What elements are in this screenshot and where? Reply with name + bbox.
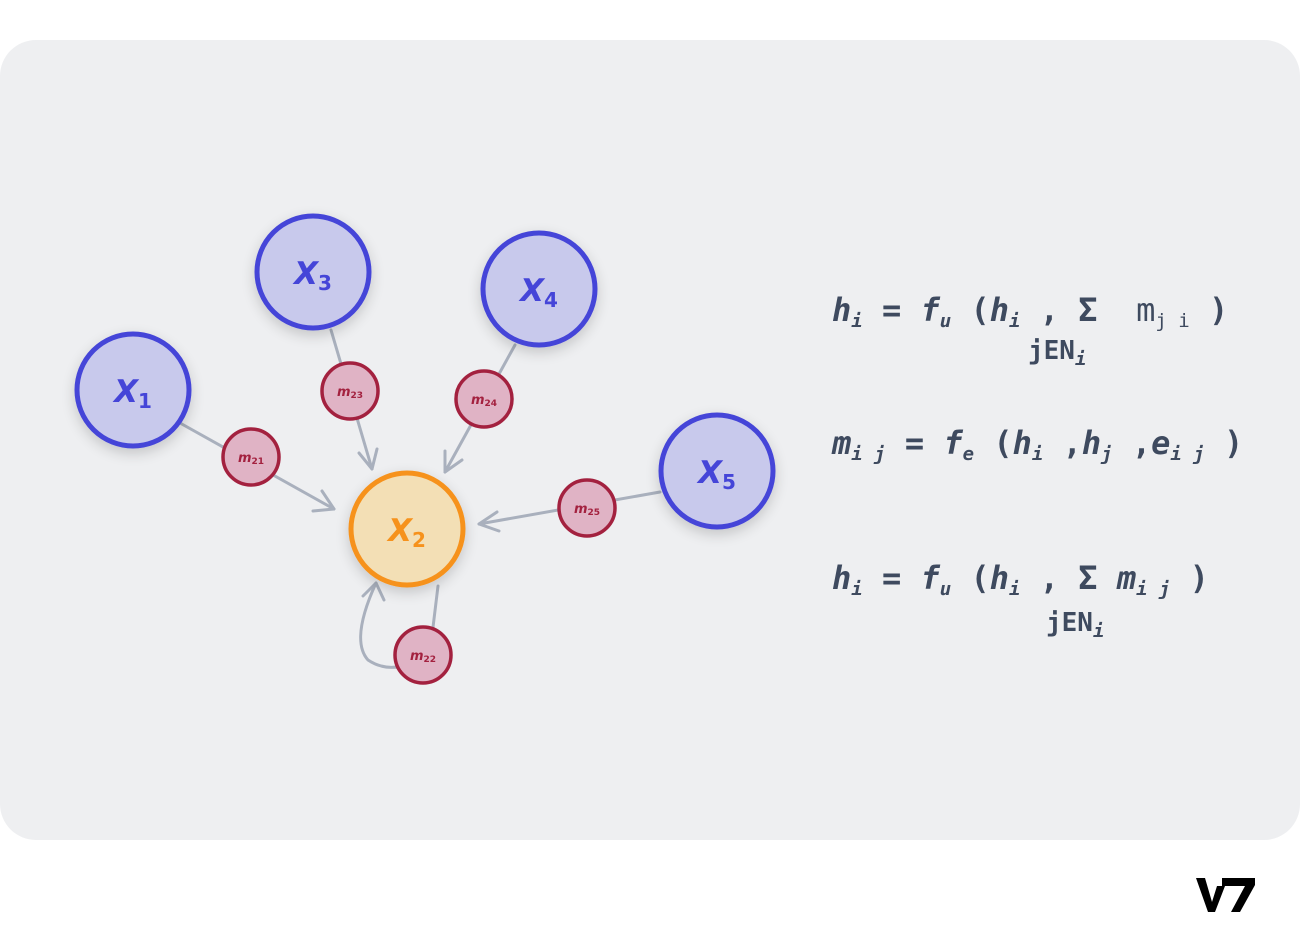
svg-text:X5: X5 xyxy=(696,455,736,494)
eq1-comma: , xyxy=(1039,291,1060,329)
node-x1-sub: 1 xyxy=(138,389,152,413)
node-x4: X4 xyxy=(480,230,598,348)
eq2-equals: = xyxy=(904,424,925,462)
node-x2-base: X xyxy=(386,513,414,549)
eq2-f-sub: e xyxy=(962,443,975,465)
eq3-equals: = xyxy=(881,559,902,597)
message-m22: m22 xyxy=(393,625,453,685)
node-x2: X2 xyxy=(348,470,466,588)
arrowhead-x5-x2 xyxy=(477,510,501,533)
eq3-h: h xyxy=(832,559,852,597)
arrowhead-x3-x2 xyxy=(357,447,379,471)
equation-message: mi j = fe (hi ,hj ,ei j ) xyxy=(832,424,1244,464)
node-x3-sub: 3 xyxy=(318,271,332,295)
eq2-f: f xyxy=(943,424,963,462)
eq3-m: m xyxy=(1116,559,1137,597)
eq1-m-sub: j i xyxy=(1155,310,1190,332)
eq2-m-sub: i j xyxy=(851,443,886,465)
eq1-under-jen: jEN xyxy=(1028,336,1075,366)
diagram-card xyxy=(0,40,1300,840)
message-m23-sub: 23 xyxy=(351,391,364,401)
svg-text:m24: m24 xyxy=(471,393,497,409)
node-x5-sub: 5 xyxy=(722,470,736,494)
message-m22-base: m xyxy=(410,649,424,664)
message-m24-base: m xyxy=(471,393,485,408)
eq3-comma: , xyxy=(1039,559,1060,597)
equation-aggregate-update: hi = fu (hi , Σ mi j ) jENi xyxy=(832,559,1209,641)
eq1-close-paren: ) xyxy=(1208,291,1229,329)
eq2-e-sub: i j xyxy=(1170,443,1205,465)
eq1-open-paren: ( xyxy=(970,291,990,329)
arrowhead-x1-x2 xyxy=(311,489,336,513)
eq3-close-paren: ) xyxy=(1189,559,1209,597)
eq2-comma-2: , xyxy=(1131,424,1152,462)
message-m25-base: m xyxy=(574,502,588,517)
eq2-hj-sub: j xyxy=(1101,443,1113,465)
eq2-hi: h xyxy=(1012,424,1032,462)
eq1-f: f xyxy=(920,291,940,329)
eq2-e: e xyxy=(1151,424,1171,462)
eq3-open-paren: ( xyxy=(970,559,990,597)
node-x5-base: X xyxy=(696,455,724,491)
eq3-hi-sub: i xyxy=(1009,578,1021,600)
svg-text:m23: m23 xyxy=(337,385,363,401)
v7-logo xyxy=(1196,878,1255,912)
node-x2-sub: 2 xyxy=(412,528,426,552)
eq2-comma-1: , xyxy=(1062,424,1082,462)
eq3-h-sub: i xyxy=(851,578,863,600)
messages: m21 m23 m24 m25 m22 xyxy=(221,361,617,685)
eq3-f: f xyxy=(920,559,940,597)
eq1-equals: = xyxy=(881,291,902,329)
eq1-h-sub: i xyxy=(851,310,863,332)
svg-text:X4: X4 xyxy=(518,273,558,312)
svg-text:X3: X3 xyxy=(292,256,332,295)
eq1-h: h xyxy=(832,291,852,329)
eq3-m-sub: i j xyxy=(1136,578,1171,600)
eq1-under-i: i xyxy=(1074,348,1087,370)
node-x3: X3 xyxy=(254,213,372,331)
message-m21-sub: 21 xyxy=(252,457,265,467)
message-m25-sub: 25 xyxy=(588,508,601,518)
message-m22-sub: 22 xyxy=(424,655,437,665)
eq2-hj: h xyxy=(1081,424,1102,462)
message-m21-base: m xyxy=(238,451,252,466)
eq2-hi-sub: i xyxy=(1031,443,1044,465)
eq1-hi: h xyxy=(989,291,1010,329)
eq2-m: m xyxy=(832,424,852,462)
eq3-f-sub: u xyxy=(939,578,952,600)
node-x4-base: X xyxy=(518,273,546,309)
svg-text:X1: X1 xyxy=(112,374,152,413)
eq3-under-jen: jEN xyxy=(1046,608,1093,638)
eq1-m: m xyxy=(1136,291,1156,329)
nodes: X1 X3 X4 X5 X2 xyxy=(74,213,776,588)
node-x4-sub: 4 xyxy=(544,288,558,312)
eq2-close-paren: ) xyxy=(1224,424,1244,462)
eq1-hi-sub: i xyxy=(1009,310,1021,332)
eq1-sigma: Σ xyxy=(1078,291,1098,329)
svg-text:X2: X2 xyxy=(386,513,426,552)
message-m24-sub: 24 xyxy=(485,399,498,409)
eq3-under-i: i xyxy=(1092,620,1105,642)
node-x1-base: X xyxy=(112,374,140,410)
svg-text:m22: m22 xyxy=(410,649,436,665)
node-x5: X5 xyxy=(658,412,776,530)
svg-text:m21: m21 xyxy=(238,451,264,467)
message-m23: m23 xyxy=(320,361,380,421)
message-m24: m24 xyxy=(454,369,514,429)
eq3-hi: h xyxy=(989,559,1010,597)
node-x1: X1 xyxy=(74,331,192,449)
eq1-f-sub: u xyxy=(939,310,952,332)
svg-text:m25: m25 xyxy=(574,502,600,518)
arrowhead-x4-x2 xyxy=(443,449,464,474)
message-m23-base: m xyxy=(337,385,351,400)
equation-node-update: hi = fu (hi , Σ mj i ) jENi xyxy=(832,291,1229,369)
eq3-sigma: Σ xyxy=(1078,559,1098,597)
message-m25: m25 xyxy=(557,478,617,538)
node-x3-base: X xyxy=(292,256,320,292)
arrowhead-x2-self xyxy=(361,581,386,602)
eq2-open-paren: ( xyxy=(993,424,1013,462)
message-m21: m21 xyxy=(221,427,281,487)
